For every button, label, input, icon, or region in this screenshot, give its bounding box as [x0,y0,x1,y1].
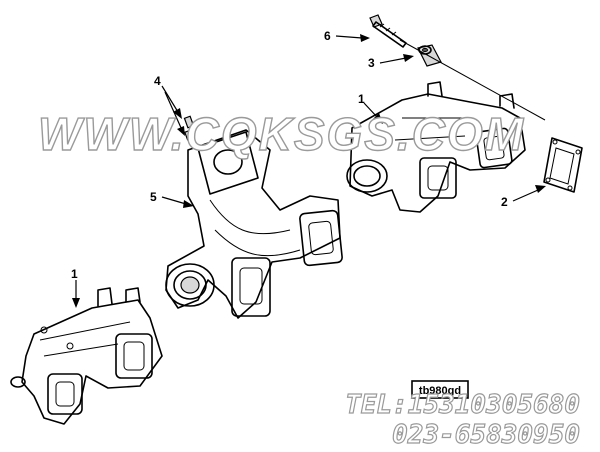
part-1-manifold-top [346,81,526,213]
callout-6: 6 [324,29,331,43]
contact-tel: TEL:15310305680 [345,390,580,420]
part-5-center-manifold [165,129,343,319]
part-3-spacer [417,44,442,67]
contact-phone: 023-65830950 [392,420,580,450]
part-6-bolt [369,14,407,48]
assembly-axis-line [399,39,546,121]
watermark-text: WWW.CQKSGS.COM [38,108,525,160]
part-4-studs [183,115,195,141]
part-2-gasket [543,137,583,193]
callout-1-bottom: 1 [71,267,78,281]
callout-2: 2 [501,195,508,209]
callout-1-top: 1 [358,92,365,106]
callout-3: 3 [368,56,375,70]
drawing-tag: tb980gd [419,385,461,397]
callout-4: 4 [154,74,161,88]
part-1-manifold-bottom [10,287,163,425]
callout-5: 5 [150,190,157,204]
callout-arrows [72,34,546,308]
drawing-tag-box [411,380,469,399]
